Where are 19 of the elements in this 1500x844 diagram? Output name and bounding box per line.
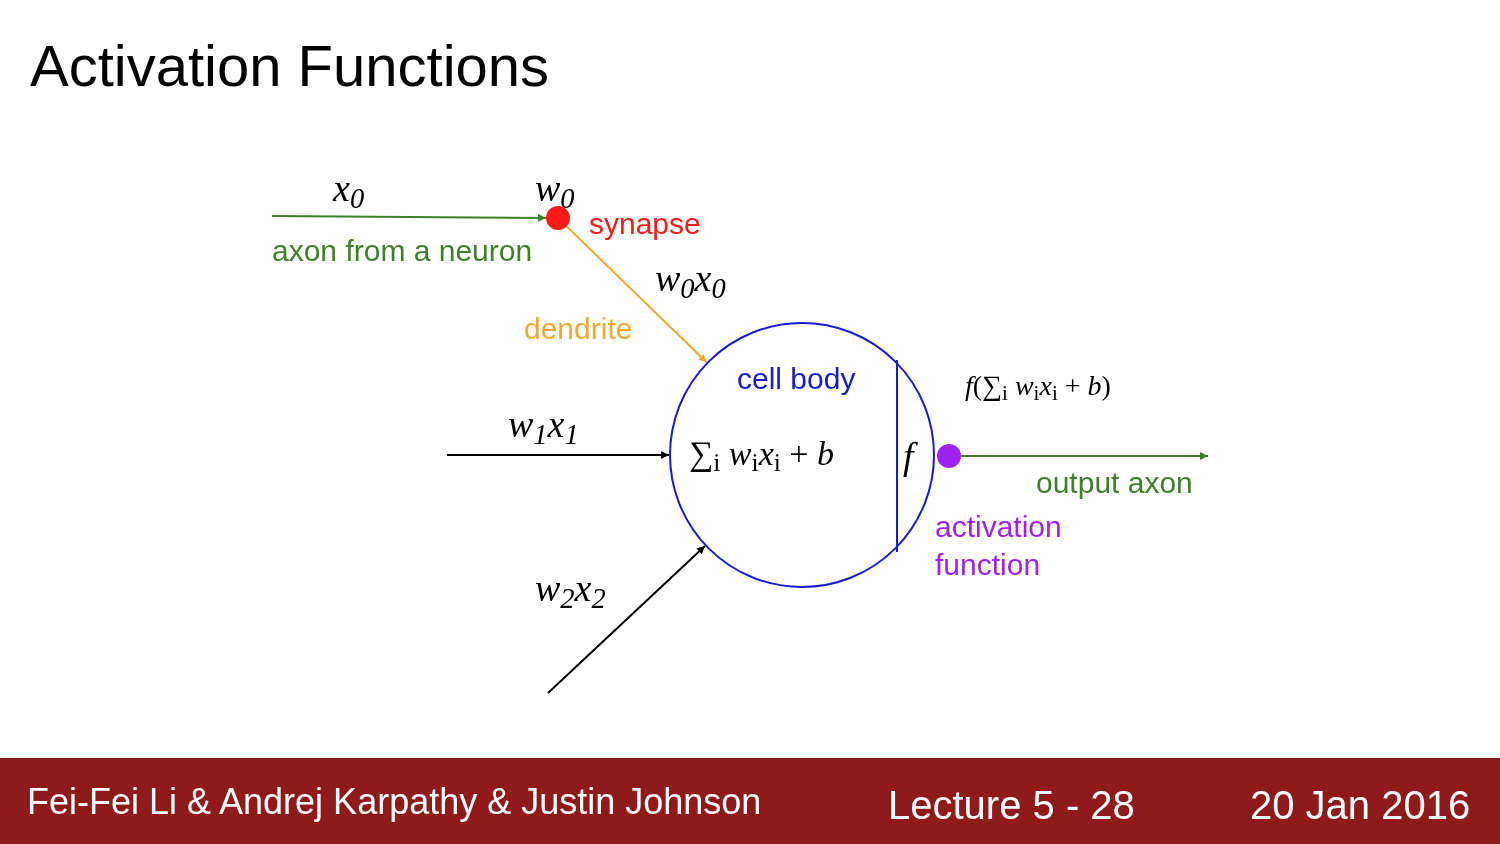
slide-title: Activation Functions: [30, 32, 550, 100]
arrow: [547, 544, 706, 694]
arrow: [446, 451, 670, 459]
arrow: [271, 213, 547, 222]
node-heading: cell body: [737, 361, 856, 397]
math-label: w$_{0}$: [535, 166, 575, 217]
formula-label: f(∑$_{i}$ w$_{i}$x$_{i}$ + b): [965, 369, 1111, 407]
footer-date: 20 Jan 2016: [1250, 782, 1471, 829]
arrow: [565, 225, 708, 364]
footer-authors: Fei-Fei Li & Andrej Karpathy & Justin Johnson: [27, 780, 762, 824]
math-label: w$_{1}$x$_{1}$: [508, 402, 579, 453]
math-label: w$_{0}$x$_{0}$: [655, 256, 726, 307]
footer-lecture: Lecture 5 - 28: [888, 782, 1135, 829]
math-label: w$_{2}$x$_{2}$: [535, 566, 606, 617]
arrow: [960, 452, 1209, 460]
annotation-label: activation function: [935, 509, 1063, 583]
math-label: x$_{0}$: [333, 166, 365, 217]
math-formula: ∑$_{i}$ w$_{i}$x$_{i}$ + b: [689, 434, 834, 479]
node-caption: synapse: [589, 206, 702, 242]
